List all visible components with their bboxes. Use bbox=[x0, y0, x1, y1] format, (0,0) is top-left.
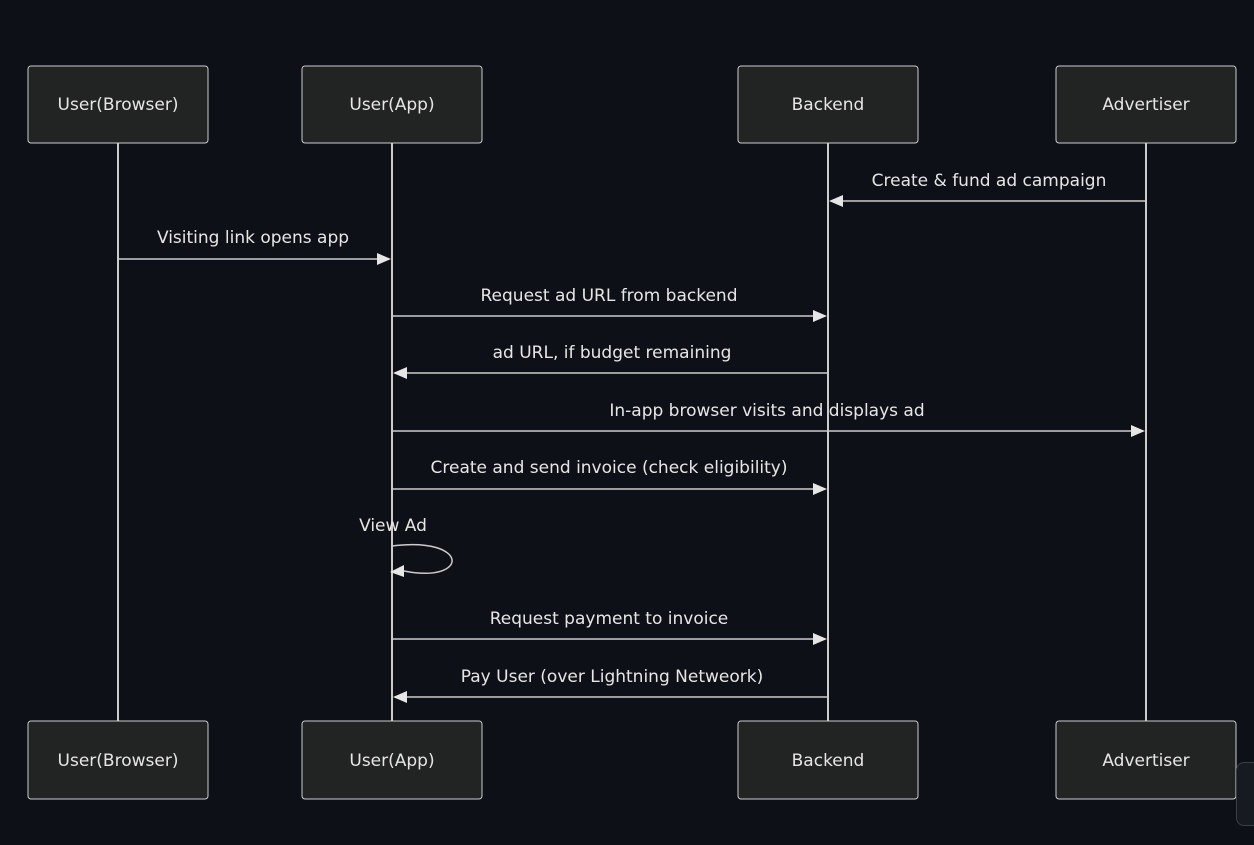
arrowhead-right bbox=[813, 483, 827, 495]
arrowhead-left bbox=[393, 367, 407, 379]
actor-label: User(Browser) bbox=[58, 95, 179, 115]
message-pay-user: Pay User (over Lightning Netweork) bbox=[393, 667, 828, 703]
actor-label: User(App) bbox=[349, 95, 434, 115]
message-view-ad-self: View Ad bbox=[359, 516, 453, 577]
message-label: In-app browser visits and displays ad bbox=[609, 401, 924, 421]
actor-label: User(Browser) bbox=[58, 751, 179, 771]
actor-label: Backend bbox=[792, 751, 865, 771]
actor-label: Advertiser bbox=[1102, 751, 1189, 771]
actor-bottom-app: User(App) bbox=[301, 720, 483, 800]
actor-label: User(App) bbox=[349, 751, 434, 771]
actor-top-browser: User(Browser) bbox=[27, 65, 209, 144]
actor-bottom-backend: Backend bbox=[737, 720, 919, 800]
message-label: View Ad bbox=[359, 516, 427, 536]
message-request-payment: Request payment to invoice bbox=[392, 609, 827, 645]
actor-label: Backend bbox=[792, 95, 865, 115]
message-create-invoice: Create and send invoice (check eligibili… bbox=[392, 458, 827, 495]
arrowhead-right bbox=[1131, 425, 1145, 437]
actor-bottom-browser: User(Browser) bbox=[27, 720, 209, 800]
arrowhead-left bbox=[390, 565, 404, 577]
side-panel-tab[interactable] bbox=[1236, 762, 1254, 826]
message-visiting-link: Visiting link opens app bbox=[118, 228, 391, 265]
message-ad-url-response: ad URL, if budget remaining bbox=[393, 343, 828, 379]
actor-top-app: User(App) bbox=[301, 65, 483, 144]
arrowhead-left bbox=[393, 691, 407, 703]
actor-label: Advertiser bbox=[1102, 95, 1189, 115]
arrowhead-left bbox=[829, 195, 843, 207]
arrowhead-right bbox=[377, 253, 391, 265]
message-label: Create & fund ad campaign bbox=[872, 171, 1107, 191]
actor-top-backend: Backend bbox=[737, 65, 919, 144]
message-label: Visiting link opens app bbox=[157, 228, 349, 248]
message-label: Request ad URL from backend bbox=[481, 286, 738, 306]
arrowhead-right bbox=[813, 310, 827, 322]
message-in-app-browser: In-app browser visits and displays ad bbox=[392, 401, 1145, 437]
arrowhead-right bbox=[813, 633, 827, 645]
message-label: Pay User (over Lightning Netweork) bbox=[461, 667, 763, 687]
actor-top-advertiser: Advertiser bbox=[1055, 65, 1237, 144]
message-request-ad-url: Request ad URL from backend bbox=[392, 286, 827, 322]
actor-bottom-advertiser: Advertiser bbox=[1055, 720, 1237, 800]
message-label: Request payment to invoice bbox=[490, 609, 729, 629]
message-create-fund-campaign: Create & fund ad campaign bbox=[829, 171, 1146, 207]
message-label: ad URL, if budget remaining bbox=[493, 343, 732, 363]
message-label: Create and send invoice (check eligibili… bbox=[431, 458, 788, 478]
